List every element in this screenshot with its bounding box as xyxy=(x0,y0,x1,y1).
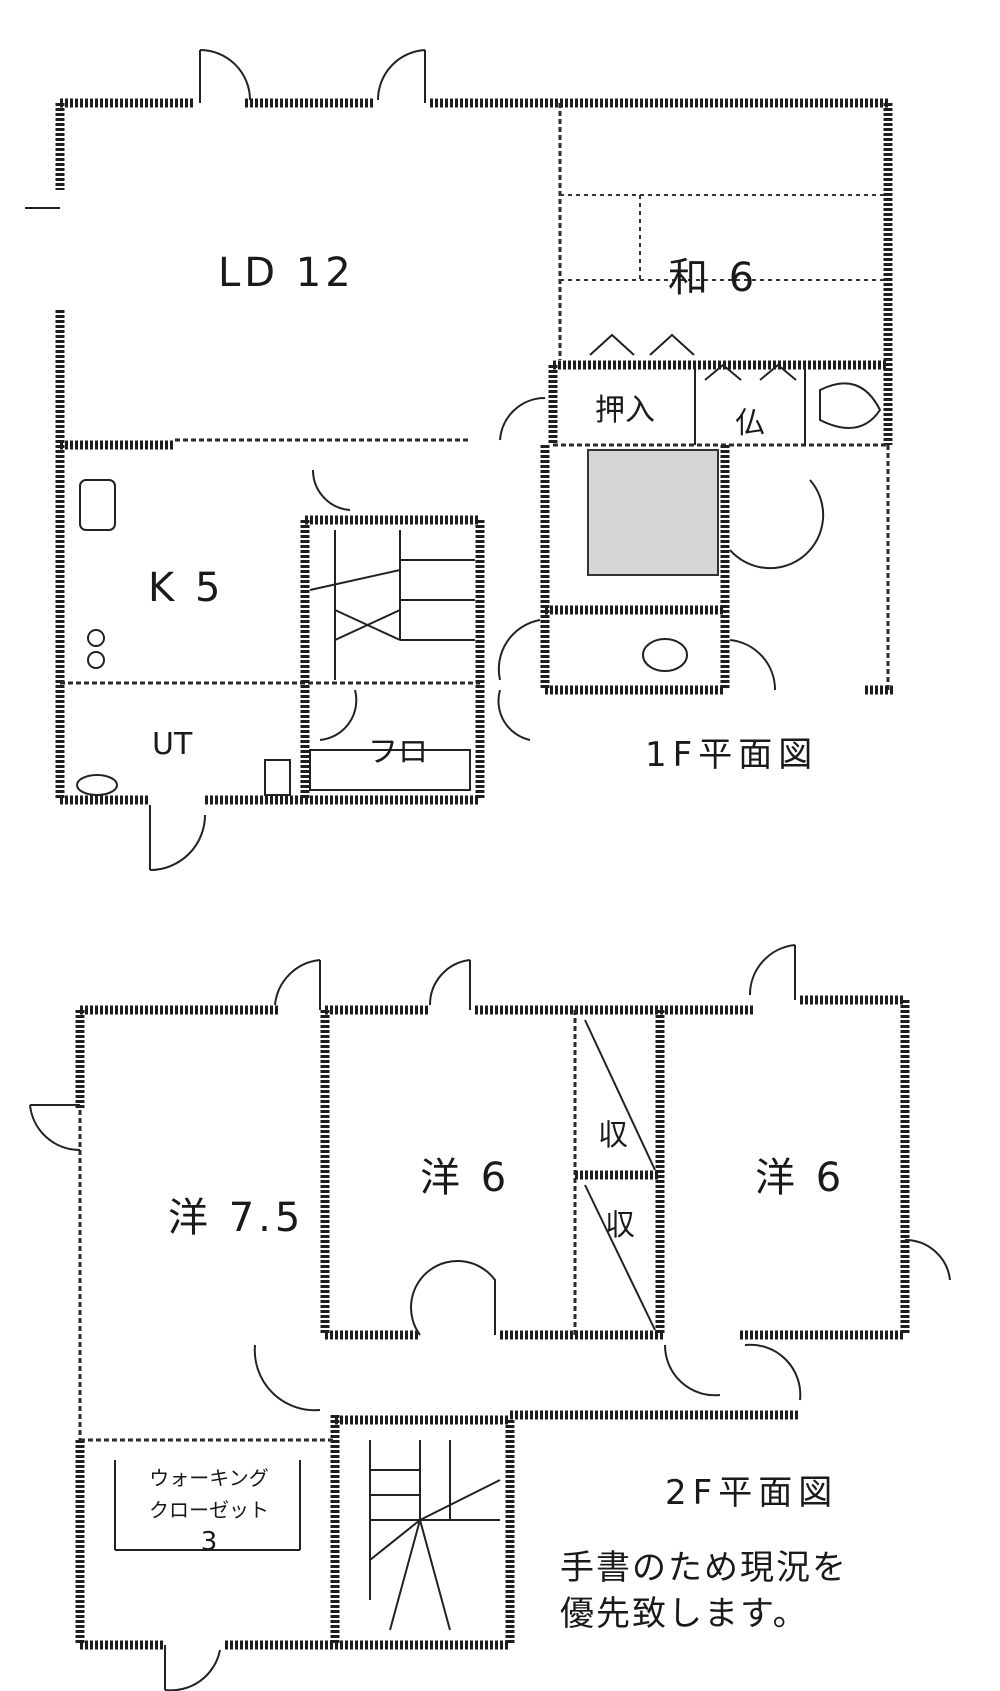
second-floor-doors xyxy=(29,944,951,1691)
room-label-utility: UT xyxy=(152,727,193,762)
room-label-butsudan: 仏 xyxy=(735,406,765,441)
first-floor-doors xyxy=(25,49,825,871)
handwritten-note: 手書のため現況を 優先致します。 xyxy=(560,1545,848,1637)
wic-line-2: クローゼット xyxy=(149,1498,269,1522)
room-label-western-6-right: 洋 6 xyxy=(755,1155,846,1201)
room-label-closet-lower: 収 xyxy=(605,1208,635,1243)
second-floor-title: 2F平面図 xyxy=(665,1473,839,1513)
first-floor-walls xyxy=(55,98,895,805)
first-floor-fixtures xyxy=(76,333,882,796)
room-label-oshiire: 押入 xyxy=(595,393,655,428)
note-line-1: 手書のため現況を xyxy=(560,1548,848,1588)
room-label-ld: LD 12 xyxy=(218,250,355,296)
second-floor-stairs xyxy=(369,1440,501,1631)
room-label-kitchen: K 5 xyxy=(148,565,225,611)
room-label-bath: フロ xyxy=(368,735,428,770)
wic-size: 3 xyxy=(200,1527,218,1557)
second-floor-walls xyxy=(75,995,910,1650)
room-label-western-6-center: 洋 6 xyxy=(420,1155,511,1201)
second-floor-closet-hatch xyxy=(584,1019,656,1331)
note-line-2: 優先致します。 xyxy=(560,1594,809,1634)
room-label-walk-in-closet: ウォーキング クローゼット 3 xyxy=(120,1462,298,1558)
first-floor-stairs xyxy=(309,530,475,680)
first-floor-title: 1F平面図 xyxy=(645,735,819,775)
wic-line-1: ウォーキング xyxy=(149,1466,269,1490)
room-label-western-7-5: 洋 7.5 xyxy=(168,1195,305,1241)
room-label-washitsu: 和 6 xyxy=(668,255,759,301)
room-label-closet-upper: 収 xyxy=(598,1118,628,1153)
